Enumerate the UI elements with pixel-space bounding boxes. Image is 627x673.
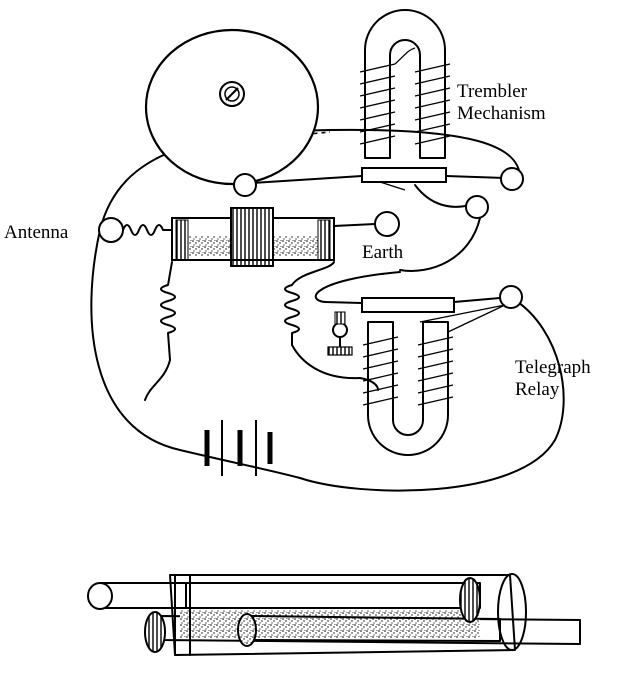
label-trembler-line1: Trembler	[457, 81, 528, 102]
relay-electromagnet	[362, 321, 454, 456]
antenna-squiggle	[122, 224, 174, 236]
trembler-armature	[233, 167, 524, 197]
relay-terminal-upper	[465, 195, 489, 219]
trembler-coil-right	[414, 63, 451, 145]
hidden-wire-dashed	[194, 131, 331, 153]
trembler-electromagnet	[359, 9, 451, 159]
trembler-contact-left	[233, 173, 257, 197]
relay-armature	[314, 271, 523, 333]
label-relay-line1: Telegraph	[515, 357, 591, 378]
battery	[204, 420, 273, 476]
choke-coil-right	[284, 261, 361, 380]
terminal-wire-down	[399, 217, 481, 272]
label-trembler-line2: Mechanism	[457, 103, 546, 124]
trembler-to-terminal-wire	[414, 184, 471, 208]
choke-coil-left	[144, 261, 176, 401]
relay-lower-wire	[359, 377, 379, 391]
earth-wire	[333, 223, 376, 227]
main-circuit-wire	[90, 128, 565, 492]
label-antenna: Antenna	[4, 222, 69, 243]
label-earth: Earth	[362, 242, 404, 263]
coherer-detail-view	[87, 573, 581, 656]
trembler-contact-right	[500, 167, 524, 191]
relay-adjust-screw	[327, 311, 353, 356]
earth-terminal	[374, 211, 400, 237]
bell	[144, 28, 320, 186]
antenna-terminal	[98, 217, 124, 243]
trembler-coil-left	[359, 63, 396, 145]
coherer	[171, 207, 335, 267]
relay-contact-right	[499, 285, 523, 309]
label-relay-line2: Relay	[515, 379, 560, 400]
